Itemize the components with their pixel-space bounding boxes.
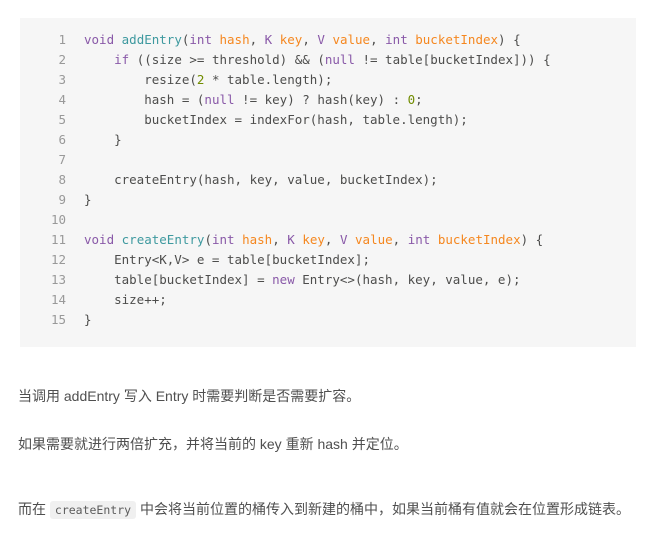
line-content[interactable]	[80, 150, 636, 170]
line-number: 7	[58, 152, 66, 167]
code-line: 4 hash = (null != key) ? hash(key) : 0;	[20, 90, 636, 110]
line-content[interactable]: if ((size >= threshold) && (null != tabl…	[114, 52, 551, 67]
line-number: 9	[58, 192, 66, 207]
code-line: 1 void addEntry(int hash, K key, V value…	[20, 30, 636, 50]
line-content[interactable]	[80, 210, 636, 230]
line-number: 2	[58, 52, 66, 67]
line-content[interactable]: bucketIndex = indexFor(hash, table.lengt…	[84, 112, 468, 127]
inline-code-createentry: createEntry	[49, 501, 137, 519]
code-line: 14 size++;	[20, 290, 636, 310]
line-content[interactable]: resize(2 * table.length);	[84, 72, 333, 87]
paragraph-1: 当调用 addEntry 写入 Entry 时需要判断是否需要扩容。	[18, 388, 361, 404]
line-number: 11	[50, 232, 66, 247]
line-content[interactable]: }	[84, 132, 122, 147]
code-line: 11 void createEntry(int hash, K key, V v…	[20, 230, 636, 250]
code-line: 7	[20, 150, 636, 170]
code-line: 5 bucketIndex = indexFor(hash, table.len…	[20, 110, 636, 130]
paragraph-3-text-before: 而在	[18, 501, 50, 517]
code-line: 15 }	[20, 310, 636, 330]
line-content[interactable]: size++;	[84, 292, 167, 307]
code-line: 13 table[bucketIndex] = new Entry<>(hash…	[20, 270, 636, 290]
line-content[interactable]: Entry<K,V> e = table[bucketIndex];	[84, 252, 370, 267]
code-line: 8 createEntry(hash, key, value, bucketIn…	[20, 170, 636, 190]
code-block[interactable]: 1 void addEntry(int hash, K key, V value…	[20, 18, 636, 347]
line-content[interactable]: void addEntry(int hash, K key, V value, …	[84, 32, 521, 47]
line-number: 6	[58, 132, 66, 147]
line-number: 8	[58, 172, 66, 187]
line-content[interactable]: void createEntry(int hash, K key, V valu…	[84, 232, 544, 247]
code-line: 9 }	[20, 190, 636, 210]
line-number: 15	[50, 312, 66, 327]
line-number: 10	[50, 212, 66, 227]
line-content[interactable]: createEntry(hash, key, value, bucketInde…	[84, 172, 438, 187]
code-line: 6 }	[20, 130, 636, 150]
line-content[interactable]: }	[84, 312, 92, 327]
line-content[interactable]: }	[84, 192, 92, 207]
line-number: 3	[58, 72, 66, 87]
line-number: 5	[58, 112, 66, 127]
line-content[interactable]: table[bucketIndex] = new Entry<>(hash, k…	[84, 272, 521, 287]
paragraph-3-text-after: 中会将当前位置的桶传入到新建的桶中，如果当前桶有值就会在位置形成链表。	[136, 501, 630, 517]
code-line: 2 if ((size >= threshold) && (null != ta…	[20, 50, 636, 70]
paragraph-3: 而在 createEntry 中会将当前位置的桶传入到新建的桶中，如果当前桶有值…	[18, 496, 638, 524]
code-line: 12 Entry<K,V> e = table[bucketIndex];	[20, 250, 636, 270]
code-line: 3 resize(2 * table.length);	[20, 70, 636, 90]
line-number: 1	[58, 32, 66, 47]
paragraph-2: 如果需要就进行两倍扩充，并将当前的 key 重新 hash 并定位。	[18, 436, 408, 452]
code-table: 1 void addEntry(int hash, K key, V value…	[20, 30, 636, 330]
line-number: 12	[50, 252, 66, 267]
line-number: 14	[50, 292, 66, 307]
code-line: 10	[20, 210, 636, 230]
line-content[interactable]: hash = (null != key) ? hash(key) : 0;	[84, 92, 423, 107]
line-number: 13	[50, 272, 66, 287]
line-number: 4	[58, 92, 66, 107]
